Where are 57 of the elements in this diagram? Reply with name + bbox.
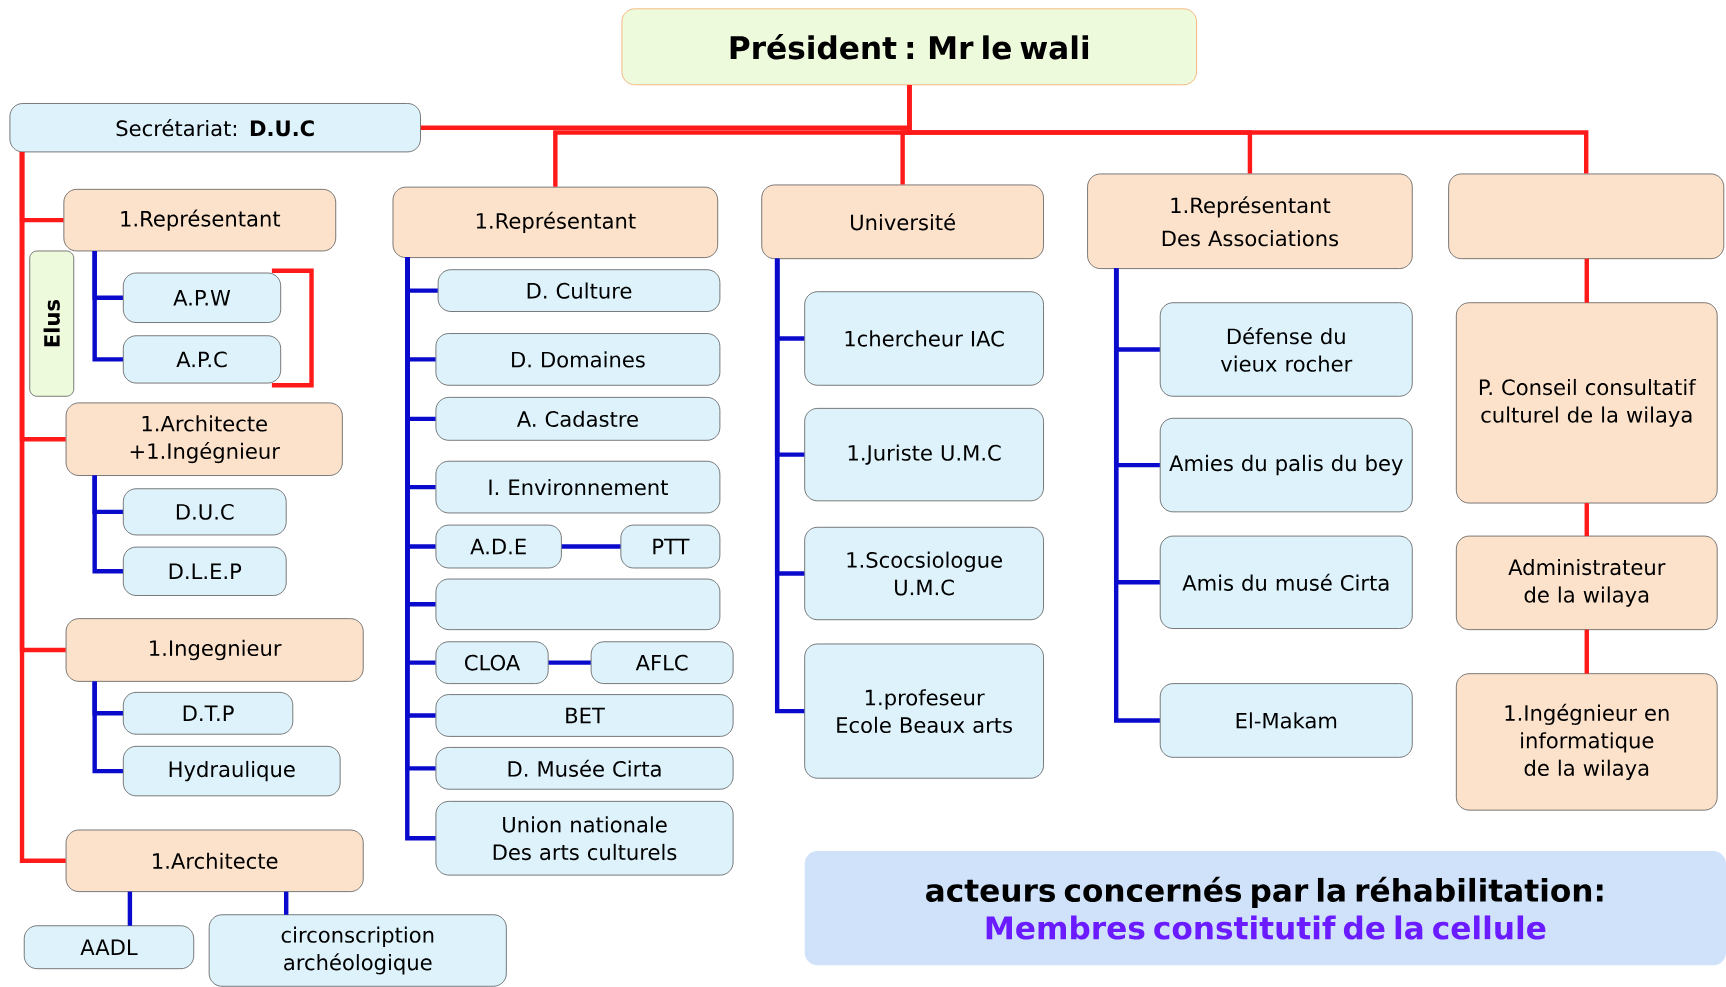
org-box: D.U.C	[122, 488, 287, 536]
connector-line	[1584, 629, 1589, 674]
title-banner: acteurs concernés par la réhabilitation: Membres constitutif de la cellule	[804, 850, 1726, 966]
connector-line	[127, 891, 133, 926]
connector-line	[1584, 258, 1589, 303]
org-box: PTT	[620, 524, 721, 569]
org-box: 1.Ingegnieur	[65, 618, 364, 682]
org-box: 1.Architecte +1.Ingégnieur	[65, 402, 343, 476]
org-box: AADL	[23, 925, 195, 969]
org-box: P. Conseil consultatif culturel de la wilaya	[1455, 302, 1718, 504]
org-box: 1.Scocsiologue U.M.C	[804, 526, 1044, 620]
org-box: Administrateur de la wilaya	[1455, 535, 1718, 630]
connector-line	[1114, 268, 1160, 723]
connector-line	[92, 475, 123, 574]
org-box: A.D.E	[435, 524, 562, 569]
org-box: D. Culture	[437, 269, 721, 312]
org-box: circonscription archéologique	[208, 914, 507, 987]
connector-line	[774, 258, 805, 714]
connector-line	[548, 660, 591, 665]
org-box: D.L.E.P	[122, 546, 287, 596]
connector-line	[1584, 502, 1589, 536]
org-box: 1chercheur IAC	[804, 291, 1044, 386]
org-box: D. Domaines	[435, 333, 721, 386]
org-box: Université	[761, 184, 1044, 259]
org-box: 1.Représentant	[63, 188, 337, 252]
connector-line	[907, 84, 1589, 174]
org-box: I. Environnement	[435, 460, 721, 514]
president-box: Président : Mr le wali	[621, 8, 1197, 85]
connector-line	[19, 151, 66, 863]
connector-line	[284, 891, 289, 915]
org-box: A.P.W	[122, 272, 282, 323]
connector-line	[92, 681, 123, 774]
org-box: 1.Ingégnieur en informatique de la wilaya	[1455, 673, 1718, 811]
org-box: A. Cadastre	[435, 396, 721, 441]
org-box: A.P.C	[122, 335, 282, 384]
org-box: 1.Juriste U.M.C	[804, 407, 1044, 502]
org-box: D.T.P	[122, 691, 294, 735]
org-box: BET	[435, 694, 734, 737]
org-box: Amis du musé Cirta	[1159, 535, 1413, 629]
org-box: D. Musée Cirta	[435, 746, 734, 790]
org-box: CLOA	[435, 641, 549, 684]
org-box: Hydraulique	[122, 745, 341, 797]
org-box: 1.profeseur Ecole Beaux arts	[804, 643, 1044, 779]
org-box: AFLC	[590, 641, 734, 684]
secretariat-box: Secrétariat: D.U.C	[9, 102, 421, 153]
org-box: 1.Représentant	[392, 186, 719, 258]
org-box: El-Makam	[1159, 683, 1413, 758]
org-box: Amies du palis du bey	[1159, 417, 1413, 513]
group-label-box: Elus	[29, 250, 75, 397]
org-box: 1.Représentant Des Associations	[1087, 173, 1413, 269]
org-box: Défense du vieux rocher	[1159, 302, 1413, 397]
org-box	[435, 578, 721, 630]
org-box	[1448, 173, 1725, 259]
connector-line	[92, 250, 123, 362]
org-box: 1.Architecte	[65, 829, 364, 892]
connector-line	[561, 544, 621, 549]
org-box: Union nationale Des arts culturels	[435, 800, 734, 876]
